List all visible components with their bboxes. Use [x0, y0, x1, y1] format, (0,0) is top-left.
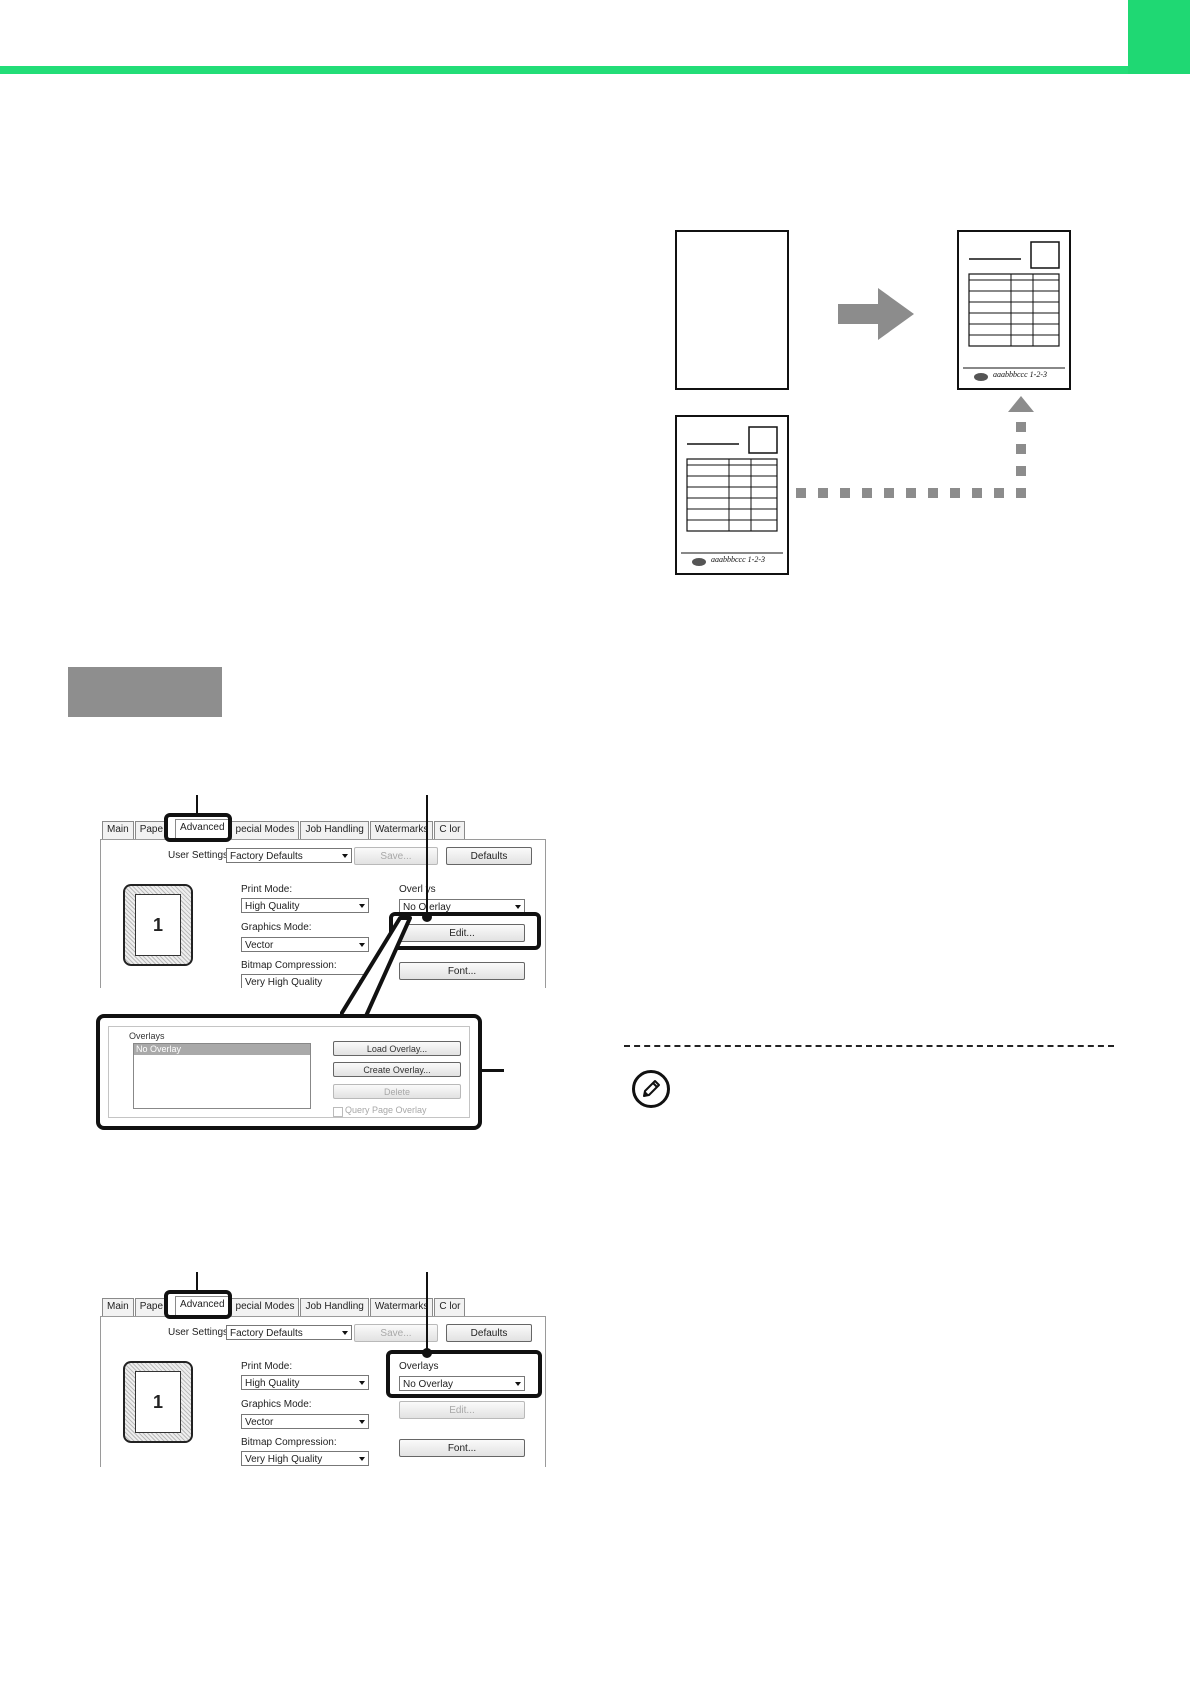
callout-line-advanced-2: [196, 1272, 198, 1292]
tab-color[interactable]: C lor: [434, 821, 466, 839]
chevron-down-icon: [515, 1382, 521, 1386]
print-settings-dialog-2: Main Pape Advanced pecial Modes Job Hand…: [88, 1295, 548, 1467]
tab-color[interactable]: C lor: [434, 1298, 466, 1316]
delete-button[interactable]: Delete: [333, 1084, 461, 1099]
chevron-down-icon: [359, 1457, 365, 1461]
tab-watermarks[interactable]: Watermarks: [369, 821, 434, 839]
graphics-mode-label: Graphics Mode:: [241, 922, 312, 933]
callout-line-popup: [482, 1069, 504, 1072]
graphics-mode-value: Vector: [245, 940, 274, 951]
overlays-select-highlight: [386, 1350, 542, 1398]
page-preview: 1: [123, 884, 193, 966]
advanced-panel: User Settings: Factory Defaults Save... …: [100, 839, 546, 988]
overlays-select[interactable]: No Overlay: [399, 1376, 525, 1391]
chevron-down-icon: [359, 1420, 365, 1424]
overlay-page-footer: aaabbbccc 1-2-3: [711, 555, 765, 564]
zoom-connector: [340, 916, 412, 1018]
tab-special-modes[interactable]: pecial Modes: [230, 1298, 300, 1316]
edit-button[interactable]: Edit...: [399, 1401, 525, 1419]
graphics-mode-value: Vector: [245, 1417, 274, 1428]
print-settings-dialog: Main Pape Advanced pecial Modes Job Hand…: [88, 818, 548, 988]
print-mode-select[interactable]: High Quality: [241, 898, 369, 913]
user-settings-select[interactable]: Factory Defaults: [226, 1325, 352, 1340]
header-tab-marker: [1128, 0, 1190, 74]
tab-job-handling[interactable]: Job Handling: [300, 1298, 369, 1316]
user-settings-value: Factory Defaults: [230, 851, 303, 862]
print-mode-value: High Quality: [245, 1378, 300, 1389]
chevron-down-icon: [342, 854, 348, 858]
dialog-tabs: Main Pape Advanced pecial Modes Job Hand…: [102, 1296, 466, 1316]
load-overlay-button[interactable]: Load Overlay...: [333, 1041, 461, 1056]
dialog-tabs: Main Pape Advanced pecial Modes Job Hand…: [102, 819, 466, 839]
callout-line-advanced: [196, 795, 198, 815]
pencil-note-icon: [632, 1070, 670, 1108]
overlays-value: No Overlay: [403, 1379, 454, 1390]
tab-watermarks[interactable]: Watermarks: [369, 1298, 434, 1316]
chevron-down-icon: [342, 1331, 348, 1335]
overlays-label: Overl ys: [399, 884, 436, 895]
graphics-mode-select[interactable]: Vector: [241, 937, 369, 952]
graphics-mode-select[interactable]: Vector: [241, 1414, 369, 1429]
bitmap-compression-select[interactable]: Very High Quality: [241, 1451, 369, 1466]
overlays-popup-title: Overlays: [129, 1031, 165, 1041]
tab-job-handling[interactable]: Job Handling: [300, 821, 369, 839]
save-button[interactable]: Save...: [354, 847, 438, 865]
user-settings-select[interactable]: Factory Defaults: [226, 848, 352, 863]
preview-page-number: 1: [135, 894, 181, 956]
advanced-tab-highlight: [164, 813, 232, 842]
step-marker: [68, 667, 222, 717]
user-settings-label: User Settings:: [168, 850, 231, 861]
save-button[interactable]: Save...: [354, 1324, 438, 1342]
callout-line-overlays: [426, 1272, 428, 1354]
callout-line-edit: [426, 795, 428, 919]
graphics-mode-label: Graphics Mode:: [241, 1399, 312, 1410]
dotted-arrow-icon: [796, 396, 1034, 498]
callout-dot-2: [422, 1348, 432, 1358]
print-mode-label: Print Mode:: [241, 884, 293, 895]
header-accent-line: [0, 66, 1128, 74]
overlays-label: Overlays: [399, 1361, 439, 1372]
tab-main[interactable]: Main: [102, 821, 134, 839]
user-settings-value: Factory Defaults: [230, 1328, 303, 1339]
font-button[interactable]: Font...: [399, 962, 525, 980]
overlays-popup: Overlays No Overlay Load Overlay... Crea…: [96, 1014, 482, 1130]
overlay-page: aaabbbccc 1-2-3: [675, 415, 789, 575]
edit-button[interactable]: Edit...: [399, 924, 525, 942]
font-button[interactable]: Font...: [399, 1439, 525, 1457]
combined-page-footer: aaabbbccc 1-2-3: [993, 370, 1047, 379]
note-separator: [624, 1045, 1114, 1047]
defaults-button[interactable]: Defaults: [446, 1324, 532, 1342]
chevron-down-icon: [359, 904, 365, 908]
print-mode-value: High Quality: [245, 901, 300, 912]
tab-special-modes[interactable]: pecial Modes: [230, 821, 300, 839]
bitmap-compression-label: Bitmap Compression:: [241, 1437, 337, 1448]
overlays-list-item[interactable]: No Overlay: [134, 1044, 310, 1055]
blank-page: [675, 230, 789, 390]
defaults-button[interactable]: Defaults: [446, 847, 532, 865]
create-overlay-button[interactable]: Create Overlay...: [333, 1062, 461, 1077]
query-page-overlay-checkbox[interactable]: [333, 1107, 343, 1117]
preview-page-number: 1: [135, 1371, 181, 1433]
query-page-overlay-label: Query Page Overlay: [345, 1105, 427, 1115]
advanced-tab-highlight: [164, 1290, 232, 1319]
chevron-down-icon: [515, 905, 521, 909]
bitmap-compression-label: Bitmap Compression:: [241, 960, 337, 971]
user-settings-label: User Settings:: [168, 1327, 231, 1338]
chevron-down-icon: [359, 1381, 365, 1385]
bitmap-compression-value: Very High Quality: [245, 1454, 323, 1465]
print-mode-select[interactable]: High Quality: [241, 1375, 369, 1390]
right-arrow-icon: [838, 288, 914, 340]
overlay-illustration: aaabbbccc 1-2-3 aaabbbccc 1-2-3: [670, 226, 1090, 576]
print-mode-label: Print Mode:: [241, 1361, 293, 1372]
advanced-panel: User Settings: Factory Defaults Save... …: [100, 1316, 546, 1467]
overlays-list[interactable]: No Overlay: [133, 1043, 311, 1109]
combined-page: aaabbbccc 1-2-3: [957, 230, 1071, 390]
page-preview: 1: [123, 1361, 193, 1443]
bitmap-compression-value: Very High Quality: [245, 977, 323, 988]
callout-dot: [422, 912, 432, 922]
tab-main[interactable]: Main: [102, 1298, 134, 1316]
chevron-down-icon: [359, 943, 365, 947]
